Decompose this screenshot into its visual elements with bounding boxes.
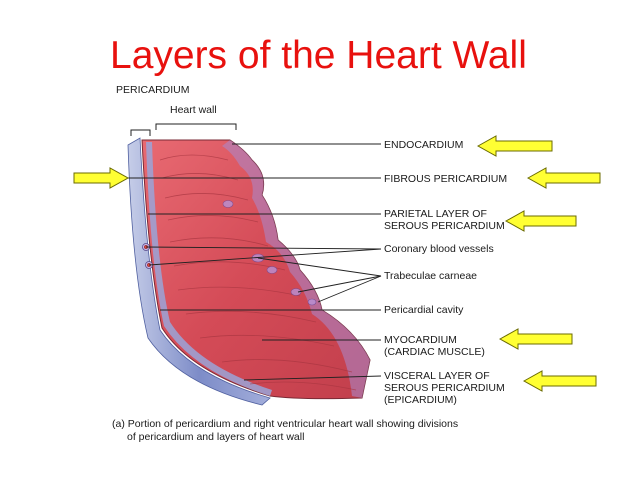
label-fibrous-pericardium: FIBROUS PERICARDIUM (384, 173, 508, 185)
heart-wall-bracket (155, 123, 237, 130)
label-pericardial-cavity: Pericardial cavity (384, 304, 464, 316)
arrow-endocardium-icon (476, 135, 553, 157)
label-myocardium-line1: MYOCARDIUM (384, 334, 457, 346)
label-visceral-line1: VISCERAL LAYER OF (384, 370, 490, 382)
label-endocardium: ENDOCARDIUM (384, 139, 464, 151)
arrow-myocardium-icon (498, 328, 573, 350)
caption-line2: of pericardium and layers of heart wall (127, 431, 305, 443)
arrow-fibrous-left-icon (73, 167, 130, 189)
caption-line1: (a) Portion of pericardium and right ven… (112, 418, 459, 430)
label-myocardium-line2: (CARDIAC MUSCLE) (384, 346, 485, 358)
label-visceral-line2: SEROUS PERICARDIUM (384, 382, 505, 394)
label-visceral-line3: (EPICARDIUM) (384, 394, 457, 406)
label-parietal-line1: PARIETAL LAYER OF (384, 208, 487, 220)
tissue-section (127, 137, 371, 406)
leader-lines (120, 143, 382, 381)
label-coronary-vessels: Coronary blood vessels (384, 243, 494, 255)
arrow-visceral-icon (522, 370, 597, 392)
slide-title: Layers of the Heart Wall (110, 34, 527, 77)
arrow-parietal-icon (504, 210, 577, 232)
arrow-fibrous-right-icon (526, 167, 601, 189)
label-trabeculae: Trabeculae carneae (384, 270, 478, 282)
label-pericardium: PERICARDIUM (116, 84, 190, 96)
figure-caption: (a) Portion of pericardium and right ven… (112, 418, 458, 444)
label-parietal-line2: SEROUS PERICARDIUM (384, 220, 505, 232)
pericardium-bracket (130, 129, 151, 136)
label-heart-wall: Heart wall (170, 104, 217, 116)
